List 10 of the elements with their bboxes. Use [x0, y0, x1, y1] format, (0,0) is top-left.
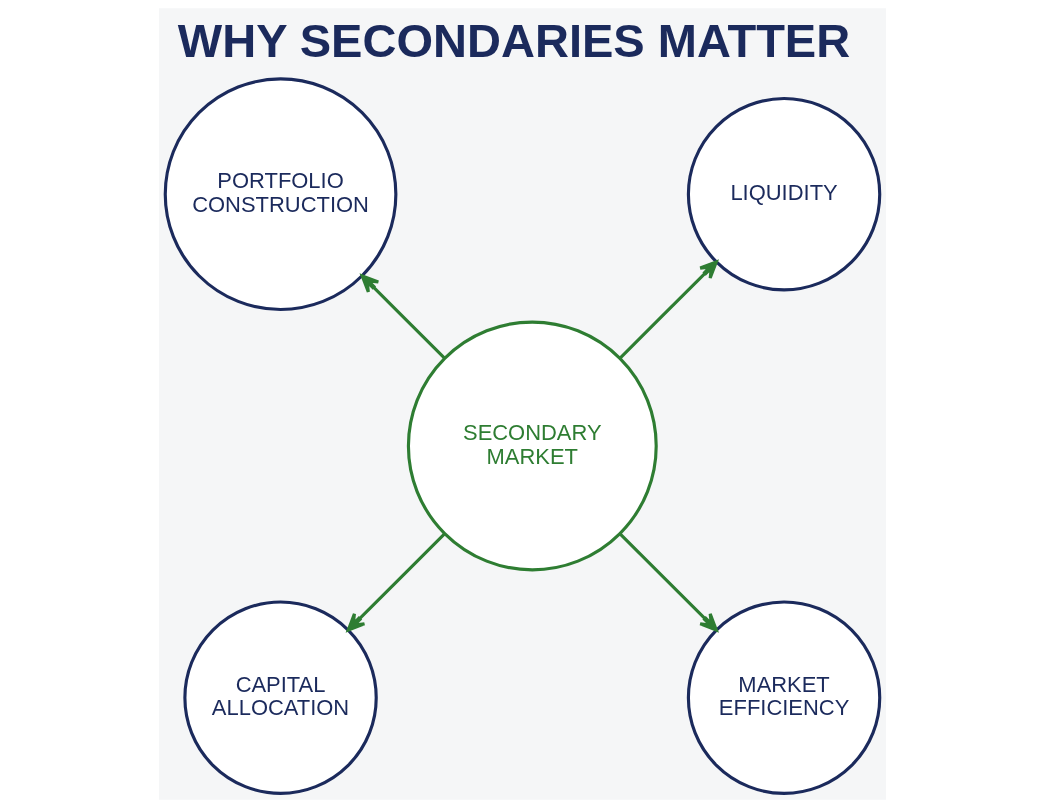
node-circle: SECONDARY MARKET	[406, 320, 658, 572]
arrow	[360, 274, 446, 360]
arrow	[346, 532, 446, 632]
arrow	[619, 532, 718, 632]
arrow	[619, 260, 718, 360]
node-circle: LIQUIDITY	[686, 96, 882, 292]
node-circle: PORTFOLIO CONSTRUCTION	[163, 77, 398, 312]
diagram-title: WHY SECONDARIES MATTER	[177, 13, 851, 67]
node-circle: CAPITAL ALLOCATION	[183, 600, 378, 795]
node-circle: MARKET EFFICIENCY	[686, 600, 882, 795]
